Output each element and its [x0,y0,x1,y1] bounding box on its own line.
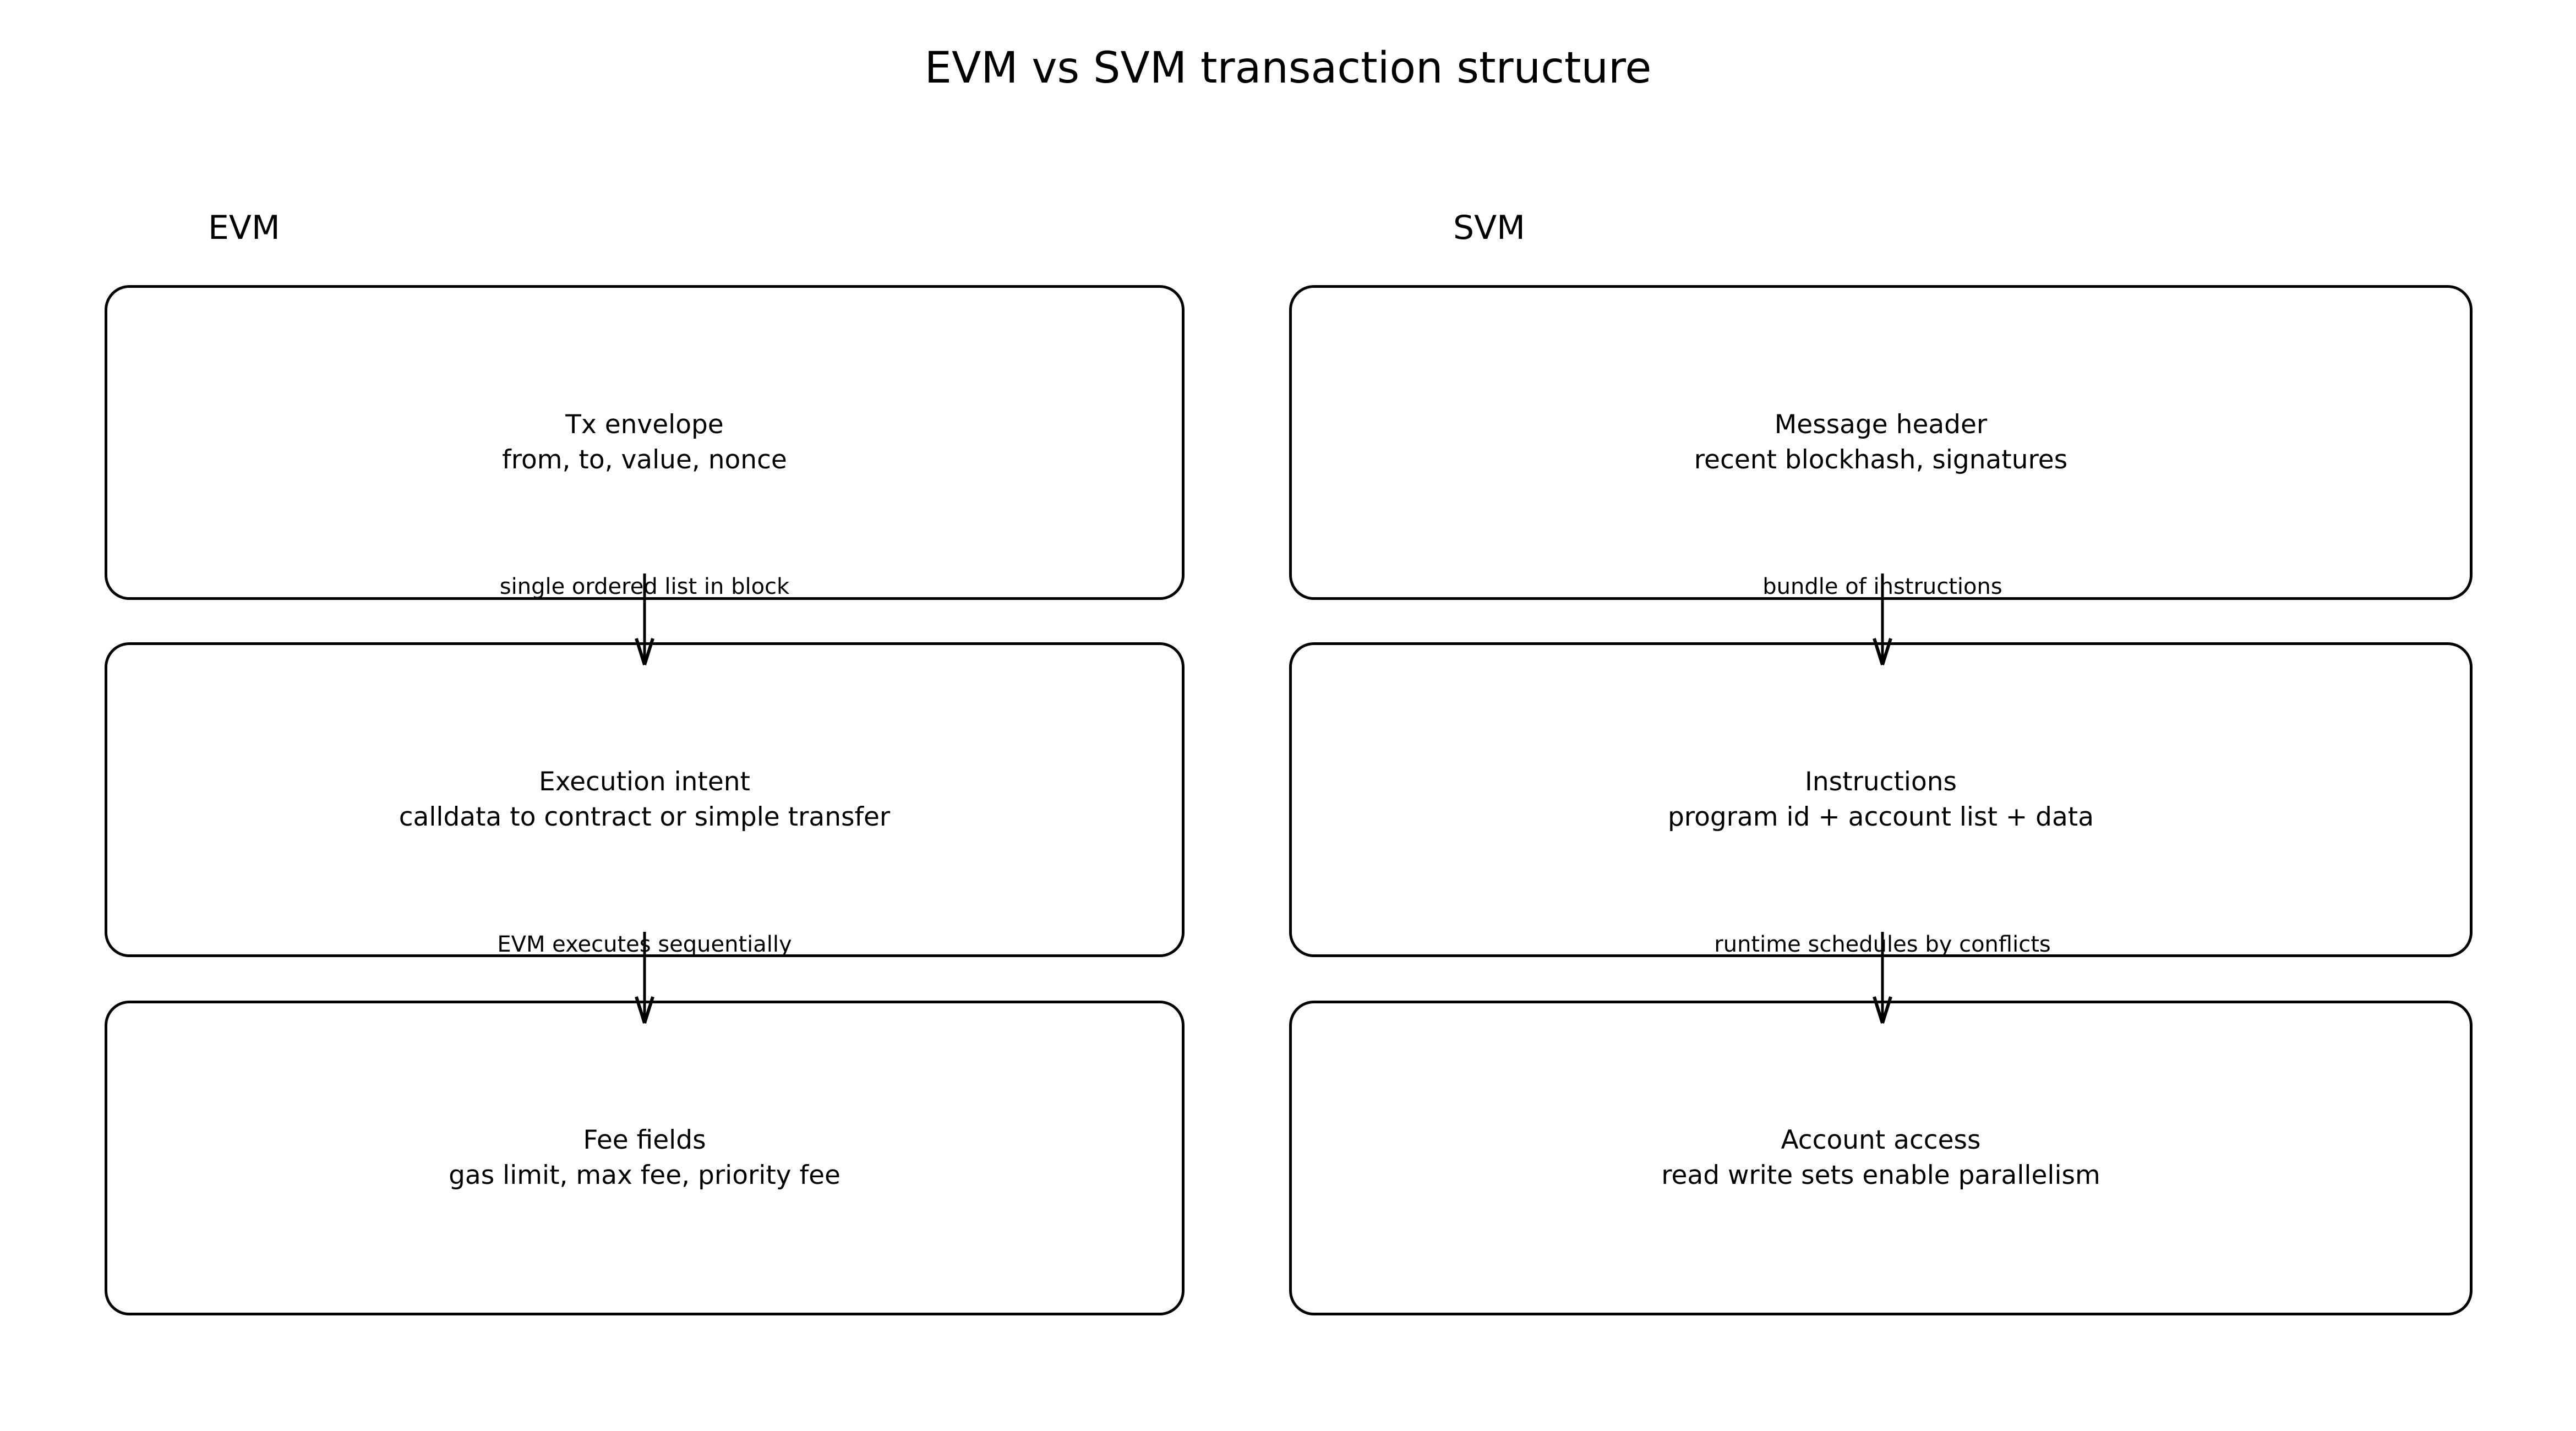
arrow-down-icon [1873,932,1892,1024]
svm-box-message-header: Message header recent blockhash, signatu… [1289,285,2473,600]
evm-connector-label-1: single ordered list in block [499,574,790,599]
box-title: Instructions [1804,767,1957,797]
box-subtitle: gas limit, max fee, priority fee [449,1160,841,1190]
evm-connector-label-2: EVM executes sequentially [497,932,792,957]
box-title: Fee fields [583,1125,706,1155]
box-subtitle: program id + account list + data [1667,802,2094,832]
svm-box-account-access: Account access read write sets enable pa… [1289,1001,2473,1315]
box-subtitle: calldata to contract or simple transfer [399,802,891,832]
box-subtitle: recent blockhash, signatures [1694,445,2068,475]
box-title: Execution intent [539,767,750,797]
evm-box-execution-intent: Execution intent calldata to contract or… [105,642,1185,957]
box-subtitle: from, to, value, nonce [502,445,787,475]
box-title: Message header [1774,409,1988,440]
column-header-svm: SVM [1453,209,1525,247]
svm-box-instructions: Instructions program id + account list +… [1289,642,2473,957]
svm-connector-label-1: bundle of instructions [1762,574,2002,599]
arrow-down-icon [635,932,654,1024]
box-title: Account access [1781,1125,1981,1155]
svm-connector-label-2: runtime schedules by conflicts [1714,932,2051,957]
evm-box-fee-fields: Fee fields gas limit, max fee, priority … [105,1001,1185,1315]
box-title: Tx envelope [565,409,724,440]
column-header-evm: EVM [208,209,280,247]
box-subtitle: read write sets enable parallelism [1661,1160,2100,1190]
arrow-down-icon [635,574,654,665]
arrow-down-icon [1873,574,1892,665]
diagram-title: EVM vs SVM transaction structure [924,43,1652,93]
evm-box-tx-envelope: Tx envelope from, to, value, nonce [105,285,1185,600]
